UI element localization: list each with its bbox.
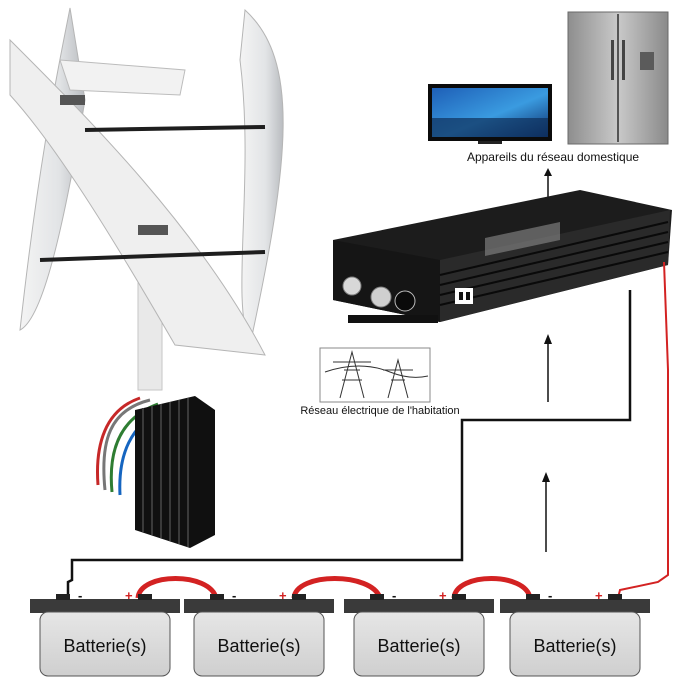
battery-terminal-positive xyxy=(608,594,622,600)
battery-body xyxy=(353,611,485,677)
battery-terminal-negative xyxy=(210,594,224,600)
battery-terminal-positive xyxy=(292,594,306,600)
battery-negative-sign: - xyxy=(78,588,82,603)
battery-positive-sign: + xyxy=(279,588,287,603)
battery-terminal-positive xyxy=(452,594,466,600)
power-pylons-icon xyxy=(319,347,431,403)
charge-controller-icon xyxy=(96,396,215,548)
battery-terminal-negative xyxy=(370,594,384,600)
battery-positive-sign: + xyxy=(595,588,603,603)
battery: - + Batterie(s) xyxy=(184,588,334,677)
series-link-2 xyxy=(291,576,383,600)
battery-label: Batterie(s) xyxy=(63,636,146,656)
battery-body xyxy=(509,611,641,677)
refrigerator-icon xyxy=(567,11,669,145)
battery-positive-sign: + xyxy=(125,588,133,603)
appliances-label: Appareils du réseau domestique xyxy=(467,150,639,164)
wind-turbine-icon xyxy=(9,7,284,391)
grid-label: Réseau électrique de l'habitation xyxy=(300,405,459,417)
arrow-up-icon xyxy=(542,472,550,552)
battery-lid xyxy=(184,599,334,613)
battery-label: Batterie(s) xyxy=(533,636,616,656)
battery-positive-sign: + xyxy=(439,588,447,603)
negative-wire xyxy=(66,290,632,600)
battery-negative-sign: - xyxy=(232,588,236,603)
battery-bank: -+Batterie(s)-+Batterie(s)-+Batterie(s)-… xyxy=(30,588,650,677)
battery-lid xyxy=(344,599,494,613)
battery-body xyxy=(39,611,171,677)
television-icon xyxy=(428,84,552,144)
series-link-1 xyxy=(135,576,219,599)
battery-label: Batterie(s) xyxy=(217,636,300,656)
battery-terminal-negative xyxy=(526,594,540,600)
battery: - + Batterie(s) xyxy=(344,588,494,677)
arrow-up-icon xyxy=(544,168,552,200)
grid-tie-inverter-icon xyxy=(333,190,672,323)
battery-negative-sign: - xyxy=(392,588,396,603)
battery-body xyxy=(193,611,325,677)
battery-negative-sign: - xyxy=(548,588,552,603)
battery-label: Batterie(s) xyxy=(377,636,460,656)
battery: - + Batterie(s) xyxy=(30,588,180,677)
battery-terminal-negative xyxy=(56,594,70,600)
arrow-up-icon xyxy=(544,334,552,402)
positive-wire xyxy=(617,261,669,599)
battery-terminal-positive xyxy=(138,594,152,600)
battery-lid xyxy=(500,599,650,613)
series-link-3 xyxy=(451,576,533,599)
battery: - + Batterie(s) xyxy=(500,588,650,677)
battery-lid xyxy=(30,599,180,613)
